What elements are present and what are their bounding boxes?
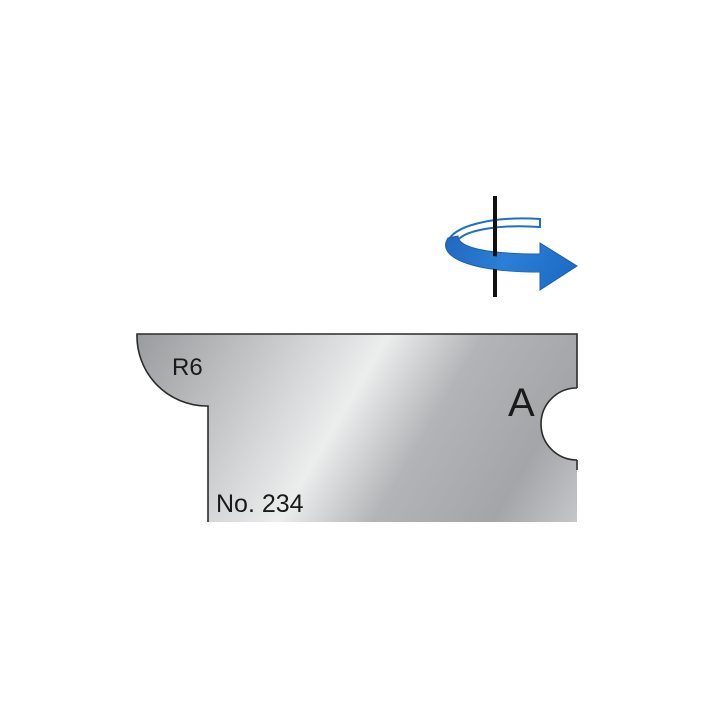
profile-label: A bbox=[508, 381, 535, 425]
radius-label: R6 bbox=[172, 354, 203, 381]
knife-outline bbox=[136, 333, 578, 522]
rotation-arrow-overlap bbox=[480, 255, 540, 272]
knife-outline-cutout bbox=[540, 387, 578, 461]
rotation-arrow-back bbox=[446, 217, 541, 244]
knife-blank bbox=[136, 334, 577, 522]
rotation-direction-icon bbox=[445, 196, 578, 297]
part-number-label: No. 234 bbox=[216, 490, 304, 518]
